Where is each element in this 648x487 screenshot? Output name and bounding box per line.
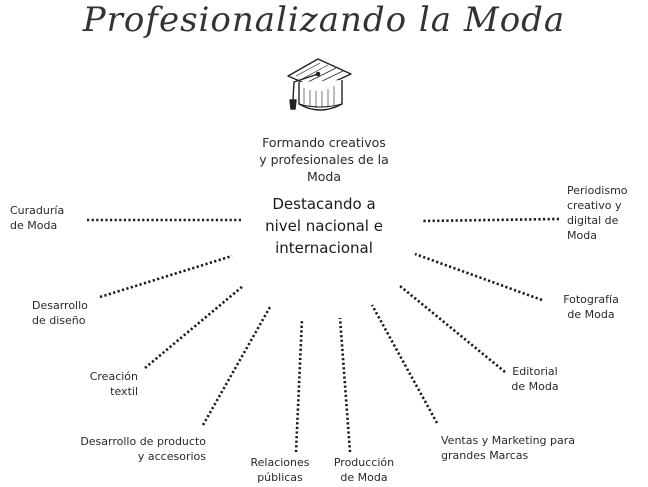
branch-desarrollo-diseno-line-2: de diseño (32, 314, 86, 327)
branch-desarrollo-diseno-line-1: Desarrollo (32, 299, 88, 312)
branch-editorial-line-2: de Moda (511, 380, 559, 393)
branch-produccion-line-2: de Moda (340, 471, 388, 484)
connector-desarrollo-diseno (99, 254, 233, 299)
connector-periodismo (421, 217, 560, 223)
central-node: Destacando a nivel nacional e internacio… (224, 193, 424, 259)
branch-desarrollo-diseno: Desarrollo de diseño (32, 298, 88, 328)
connector-editorial (399, 284, 506, 374)
connector-fotografia (414, 252, 543, 302)
subtitle-line-3: Moda (306, 169, 342, 184)
central-line-2: nivel nacional e (265, 217, 383, 235)
branch-ventas-marketing: Ventas y Marketing para grandes Marcas (441, 433, 575, 463)
connector-relaciones-publicas (294, 318, 304, 453)
branch-periodismo-line-2: creativo y (567, 199, 622, 212)
central-line-1: Destacando a (272, 195, 376, 213)
branch-ventas-marketing-line-2: grandes Marcas (441, 449, 529, 462)
central-line-3: internacional (275, 239, 373, 257)
branch-periodismo-line-1: Periodismo (567, 184, 628, 197)
branch-produccion: Producción de Moda (326, 455, 402, 485)
graduation-cap-icon (287, 58, 352, 111)
branch-periodismo: Periodismo creativo y digital de Moda (567, 183, 628, 243)
branch-ventas-marketing-line-1: Ventas y Marketing para (441, 434, 576, 447)
subtitle: Formando creativos y profesionales de la… (224, 134, 424, 185)
branch-fotografia-line-1: Fotografía (563, 293, 619, 306)
subtitle-line-2: y profesionales de la (259, 152, 389, 167)
branch-editorial-line-1: Editorial (512, 365, 558, 378)
connector-creacion-textil (144, 285, 244, 369)
diagram-title: Profesionalizando la Moda (82, 0, 566, 40)
branch-desarrollo-producto-line-1: Desarrollo de producto (80, 435, 206, 448)
connector-produccion (338, 317, 352, 453)
branch-relaciones-publicas: Relaciones públicas (240, 455, 320, 485)
branch-curaduria-line-1: Curaduría (10, 204, 65, 217)
branch-curaduria: Curaduría de Moda (10, 203, 64, 233)
branch-fotografia-line-2: de Moda (567, 308, 615, 321)
branch-curaduria-line-2: de Moda (10, 219, 58, 232)
branch-periodismo-line-4: Moda (567, 229, 597, 242)
branch-produccion-line-1: Producción (333, 456, 395, 469)
branch-fotografia: Fotografía de Moda (553, 292, 629, 322)
branch-desarrollo-producto-line-2: y accesorios (137, 450, 206, 463)
connector-ventas-marketing (370, 304, 439, 424)
branch-editorial: Editorial de Moda (500, 364, 570, 394)
branch-creacion-textil-line-1: Creación (89, 370, 138, 383)
subtitle-line-1: Formando creativos (262, 135, 386, 150)
connector-desarrollo-producto (201, 306, 272, 426)
branch-desarrollo-producto: Desarrollo de producto y accesorios (60, 434, 206, 464)
branch-creacion-textil: Creación textil (70, 369, 138, 399)
branch-relaciones-publicas-line-1: Relaciones (250, 456, 310, 469)
branch-periodismo-line-3: digital de (567, 214, 619, 227)
branch-relaciones-publicas-line-2: públicas (257, 471, 303, 484)
branch-creacion-textil-line-2: textil (110, 385, 138, 398)
